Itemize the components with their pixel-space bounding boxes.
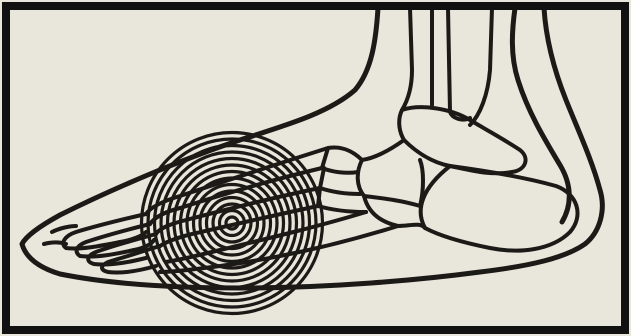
foot-diagram [0, 0, 631, 336]
